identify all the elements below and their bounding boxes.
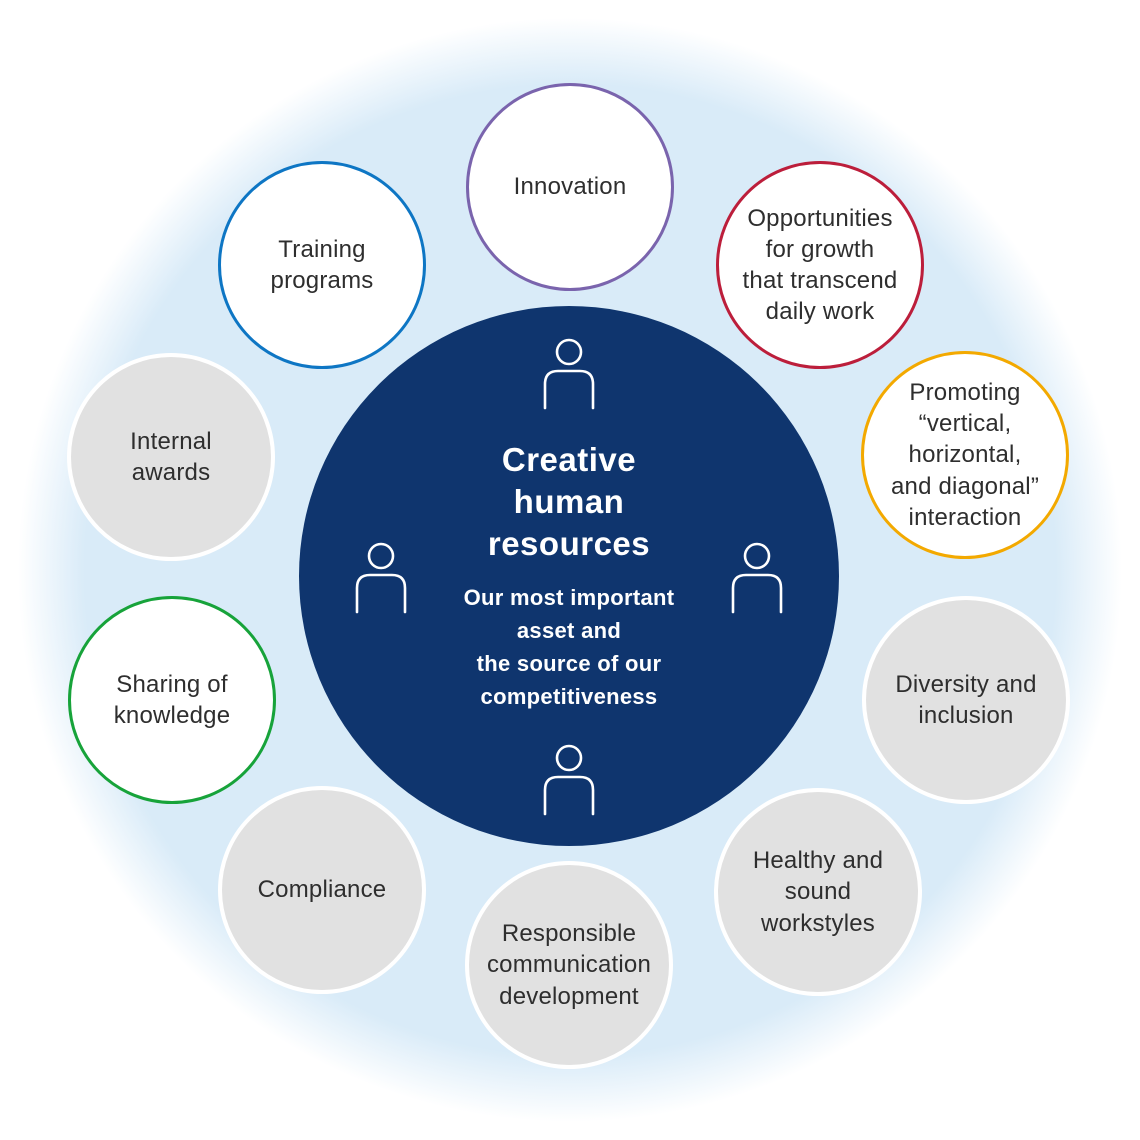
satellite-internal-awards: Internal awards	[67, 353, 275, 561]
satellite-label: Compliance	[257, 876, 387, 904]
satellite-diversity-and-inclusion: Diversity and inclusion	[862, 596, 1070, 804]
satellite-label: Diversity and inclusion	[895, 670, 1037, 729]
satellite-training-programs: Training programs	[218, 161, 426, 369]
satellite-healthy-and-sound-workstyles: Healthy and sound workstyles	[714, 788, 922, 996]
satellite-compliance: Compliance	[218, 786, 426, 994]
person-icon	[727, 542, 787, 614]
person-icon	[539, 338, 599, 410]
satellite-label: Opportunities for growth that transcend …	[742, 204, 898, 326]
center-circle-creative-human-resources: Creative human resources Our most import…	[299, 306, 839, 846]
satellite-sharing-of-knowledge: Sharing of knowledge	[68, 596, 276, 804]
satellite-label: Internal awards	[130, 427, 212, 486]
satellite-label: Sharing of knowledge	[113, 670, 231, 729]
satellite-label: Promoting “vertical, horizontal, and dia…	[890, 379, 1040, 531]
person-icon	[351, 542, 411, 614]
center-subtitle: Our most important asset and the source …	[463, 584, 675, 709]
satellite-label: Training programs	[270, 235, 374, 294]
satellite-responsible-communication-development: Responsible communication development	[465, 861, 673, 1069]
satellite-label: Responsible communication development	[486, 920, 651, 1010]
center-text: Creative human resources Our most import…	[299, 306, 839, 846]
satellite-innovation: Innovation	[466, 83, 674, 291]
satellite-label: Healthy and sound workstyles	[752, 847, 884, 937]
person-icon	[539, 744, 599, 816]
center-title: Creative human resources	[487, 441, 651, 562]
satellite-promoting-interaction: Promoting “vertical, horizontal, and dia…	[861, 351, 1069, 559]
satellite-opportunities-for-growth: Opportunities for growth that transcend …	[716, 161, 924, 369]
satellite-label: Innovation	[513, 173, 627, 201]
